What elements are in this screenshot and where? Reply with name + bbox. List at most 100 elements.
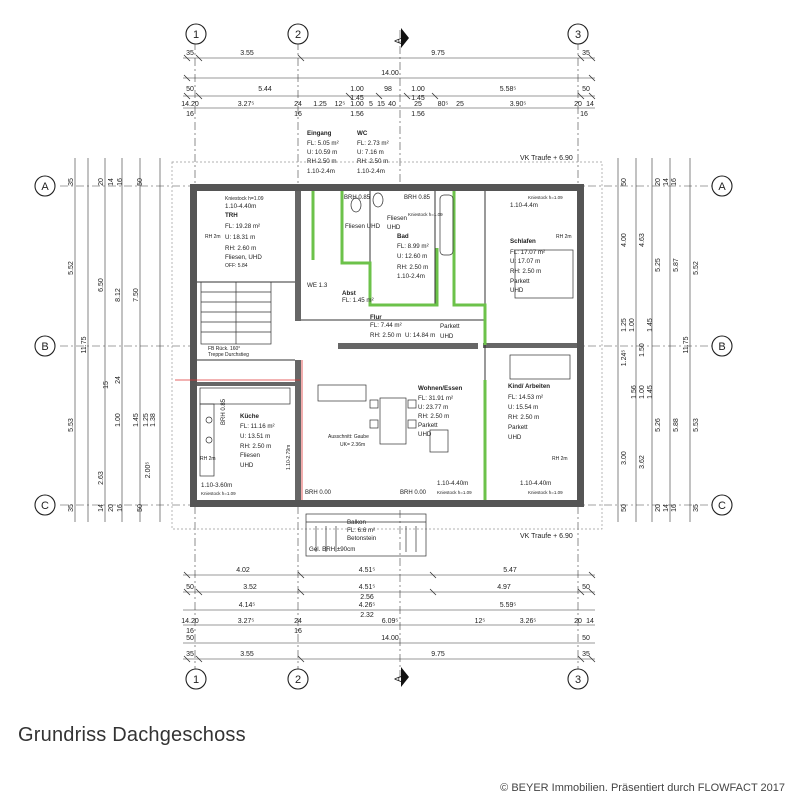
axis-bubble-A-right: [711, 175, 733, 197]
dim-top4b-a: 16: [186, 111, 194, 118]
room-we-label: WE 1.3: [307, 282, 328, 289]
room-kind-floor: Parkett: [508, 424, 528, 431]
dim-bot3-b: 4.26⁵: [359, 602, 376, 609]
room-kueche-u: U: 13.51 m: [240, 433, 270, 440]
dim-bot6-b: 3.55: [240, 651, 254, 658]
dim-bot4b-b: 16: [294, 628, 302, 635]
dim-top4b-b: 16: [294, 111, 302, 118]
room-kind-h: 1.10-4.40m: [520, 480, 551, 487]
room-bad-uhd: UHD: [387, 224, 401, 231]
dim-top4-n: 20: [574, 101, 582, 108]
axis-label-C-left: C: [41, 500, 49, 512]
dim-right-o: 3.00: [621, 451, 628, 465]
room-bad-floor: Fliesen: [387, 215, 408, 222]
label-ausschnitt: Ausschnitt: Gaube: [328, 434, 369, 440]
axis-bubble-3-top: [567, 23, 589, 45]
floor-plan-drawing: 1 2 3 1 2 3 A B C A B C A A 35 3.55 9.75…: [34, 23, 733, 690]
dim-left-i: 1.45: [133, 413, 140, 427]
dim-bot6-d: 35: [582, 651, 590, 658]
axis-label-2-top: 2: [295, 29, 301, 41]
dim-top4-m: 3.90⁵: [510, 101, 527, 108]
dim-leftsm-b: 20: [98, 178, 105, 186]
dim-bot4-f: 3.26⁵: [520, 618, 537, 625]
axis-label-2-bottom: 2: [295, 674, 301, 686]
dim-top3b-b: 1.45: [411, 95, 425, 102]
dim-right-a: 4.00: [621, 233, 628, 247]
furniture-dining: [317, 384, 449, 453]
dimension-ticks-bottom: [183, 571, 596, 663]
room-trh-u: U: 18.31 m: [225, 234, 255, 241]
dim-rightsm-d: 16: [671, 178, 678, 186]
room-eingang-u: U: 10.59 m: [307, 149, 337, 156]
dim-bot2-b: 3.52: [243, 584, 257, 591]
furniture-beds: [509, 249, 574, 380]
axis-label-B-left: B: [41, 341, 48, 353]
room-kueche-rh2: RH 2m: [200, 456, 216, 462]
dim-bot5-a: 50: [186, 635, 194, 642]
axis-label-C-right: C: [718, 500, 726, 512]
dim-leftsm-d: 16: [117, 178, 124, 186]
dim-top3-b: 5.44: [258, 86, 272, 93]
room-kind-u: U: 15.54 m: [508, 404, 538, 411]
room-wc-name: WC: [357, 130, 368, 137]
room-eingang-fl: FL: 5.05 m²: [307, 140, 339, 147]
room-eingang-name: Eingang: [307, 130, 332, 137]
room-kind-name: Kind/ Arbeiten: [508, 383, 550, 390]
dimension-lines-bottom: [183, 574, 595, 660]
dim-right-d: 5.87: [673, 258, 680, 272]
dim-bot3-a: 4.14⁵: [239, 602, 256, 609]
dim-bot2-d: 4.97: [497, 584, 511, 591]
dim-bot3-c: 5.59⁵: [500, 602, 517, 609]
dim-top4-f: 1.00: [350, 101, 364, 108]
dim-leftsm-j: 35: [68, 504, 75, 512]
dim-bot1-b: 4.51⁵: [359, 567, 376, 574]
room-flur-floor: Parkett: [440, 323, 460, 330]
room-kueche-fl: FL: 11.16 m²: [240, 423, 275, 430]
axis-bubbles: [34, 23, 733, 690]
dim-top4-o: 14: [586, 101, 594, 108]
dim-left-c: 8.12: [115, 288, 122, 302]
dim-top4-g: 5: [369, 101, 373, 108]
svg-text:A: A: [393, 676, 403, 682]
red-annotations: [175, 360, 303, 500]
dim-top4-l: 25: [456, 101, 464, 108]
dim-leftsm-a: 35: [68, 178, 75, 186]
plan-caption: Grundriss Dachgeschoss: [18, 724, 246, 746]
dim-top4-c: 24: [294, 101, 302, 108]
dim-bot2b: 2.56: [360, 594, 374, 601]
room-schlafen-note: Kniestock h=1.09: [528, 195, 563, 200]
interior-walls: [197, 191, 577, 500]
room-trh-fl: FL: 19.28 m²: [225, 223, 260, 230]
dim-bot3b: 2.32: [360, 612, 374, 619]
dim-left-d: 7.50: [133, 288, 140, 302]
room-trh-off: OFF: 5.84: [225, 263, 248, 269]
room-wohnen-fl: FL: 31.91 m²: [418, 395, 453, 402]
dim-rightsm-b: 20: [655, 178, 662, 186]
dim-bot2-a: 50: [186, 584, 194, 591]
room-bad-note: Kniestock h=1.09: [408, 212, 443, 217]
svg-text:A: A: [393, 38, 403, 44]
room-kind-rh2: RH 2m: [552, 456, 568, 462]
staircase: [200, 281, 272, 345]
room-flur-rh: RH: 2.50 m: [370, 332, 401, 339]
room-abst-name: Abst: [342, 290, 356, 297]
dim-bot4b-a: 16: [186, 628, 194, 635]
dim-rightsm-f: 14: [663, 504, 670, 512]
label-brh-085-c: BRH 0.85: [221, 398, 227, 425]
stair-note-2: Treppe Durchstieg: [208, 352, 249, 358]
room-bad-rh: RH: 2.50 m: [397, 264, 428, 271]
dim-right-n: 1.45: [647, 385, 654, 399]
dim-top4-h: 15: [377, 101, 385, 108]
axis-label-3-top: 3: [575, 29, 581, 41]
dim-bot4-d: 6.09⁵: [382, 618, 399, 625]
dim-rightsm-c: 14: [663, 178, 670, 186]
dimension-lines-right: [617, 158, 691, 522]
dim-leftsm-h: 20: [108, 504, 115, 512]
dim-left-b: 6.50: [98, 278, 105, 292]
green-walls: [311, 191, 487, 500]
dimension-lines-left: [74, 158, 161, 522]
room-wc-u: U: 7.16 m: [357, 149, 384, 156]
dim-top4-e: 12⁵: [335, 101, 346, 108]
axis-bubble-1-bottom: [185, 668, 207, 690]
axis-bubble-B-left: [34, 335, 56, 357]
